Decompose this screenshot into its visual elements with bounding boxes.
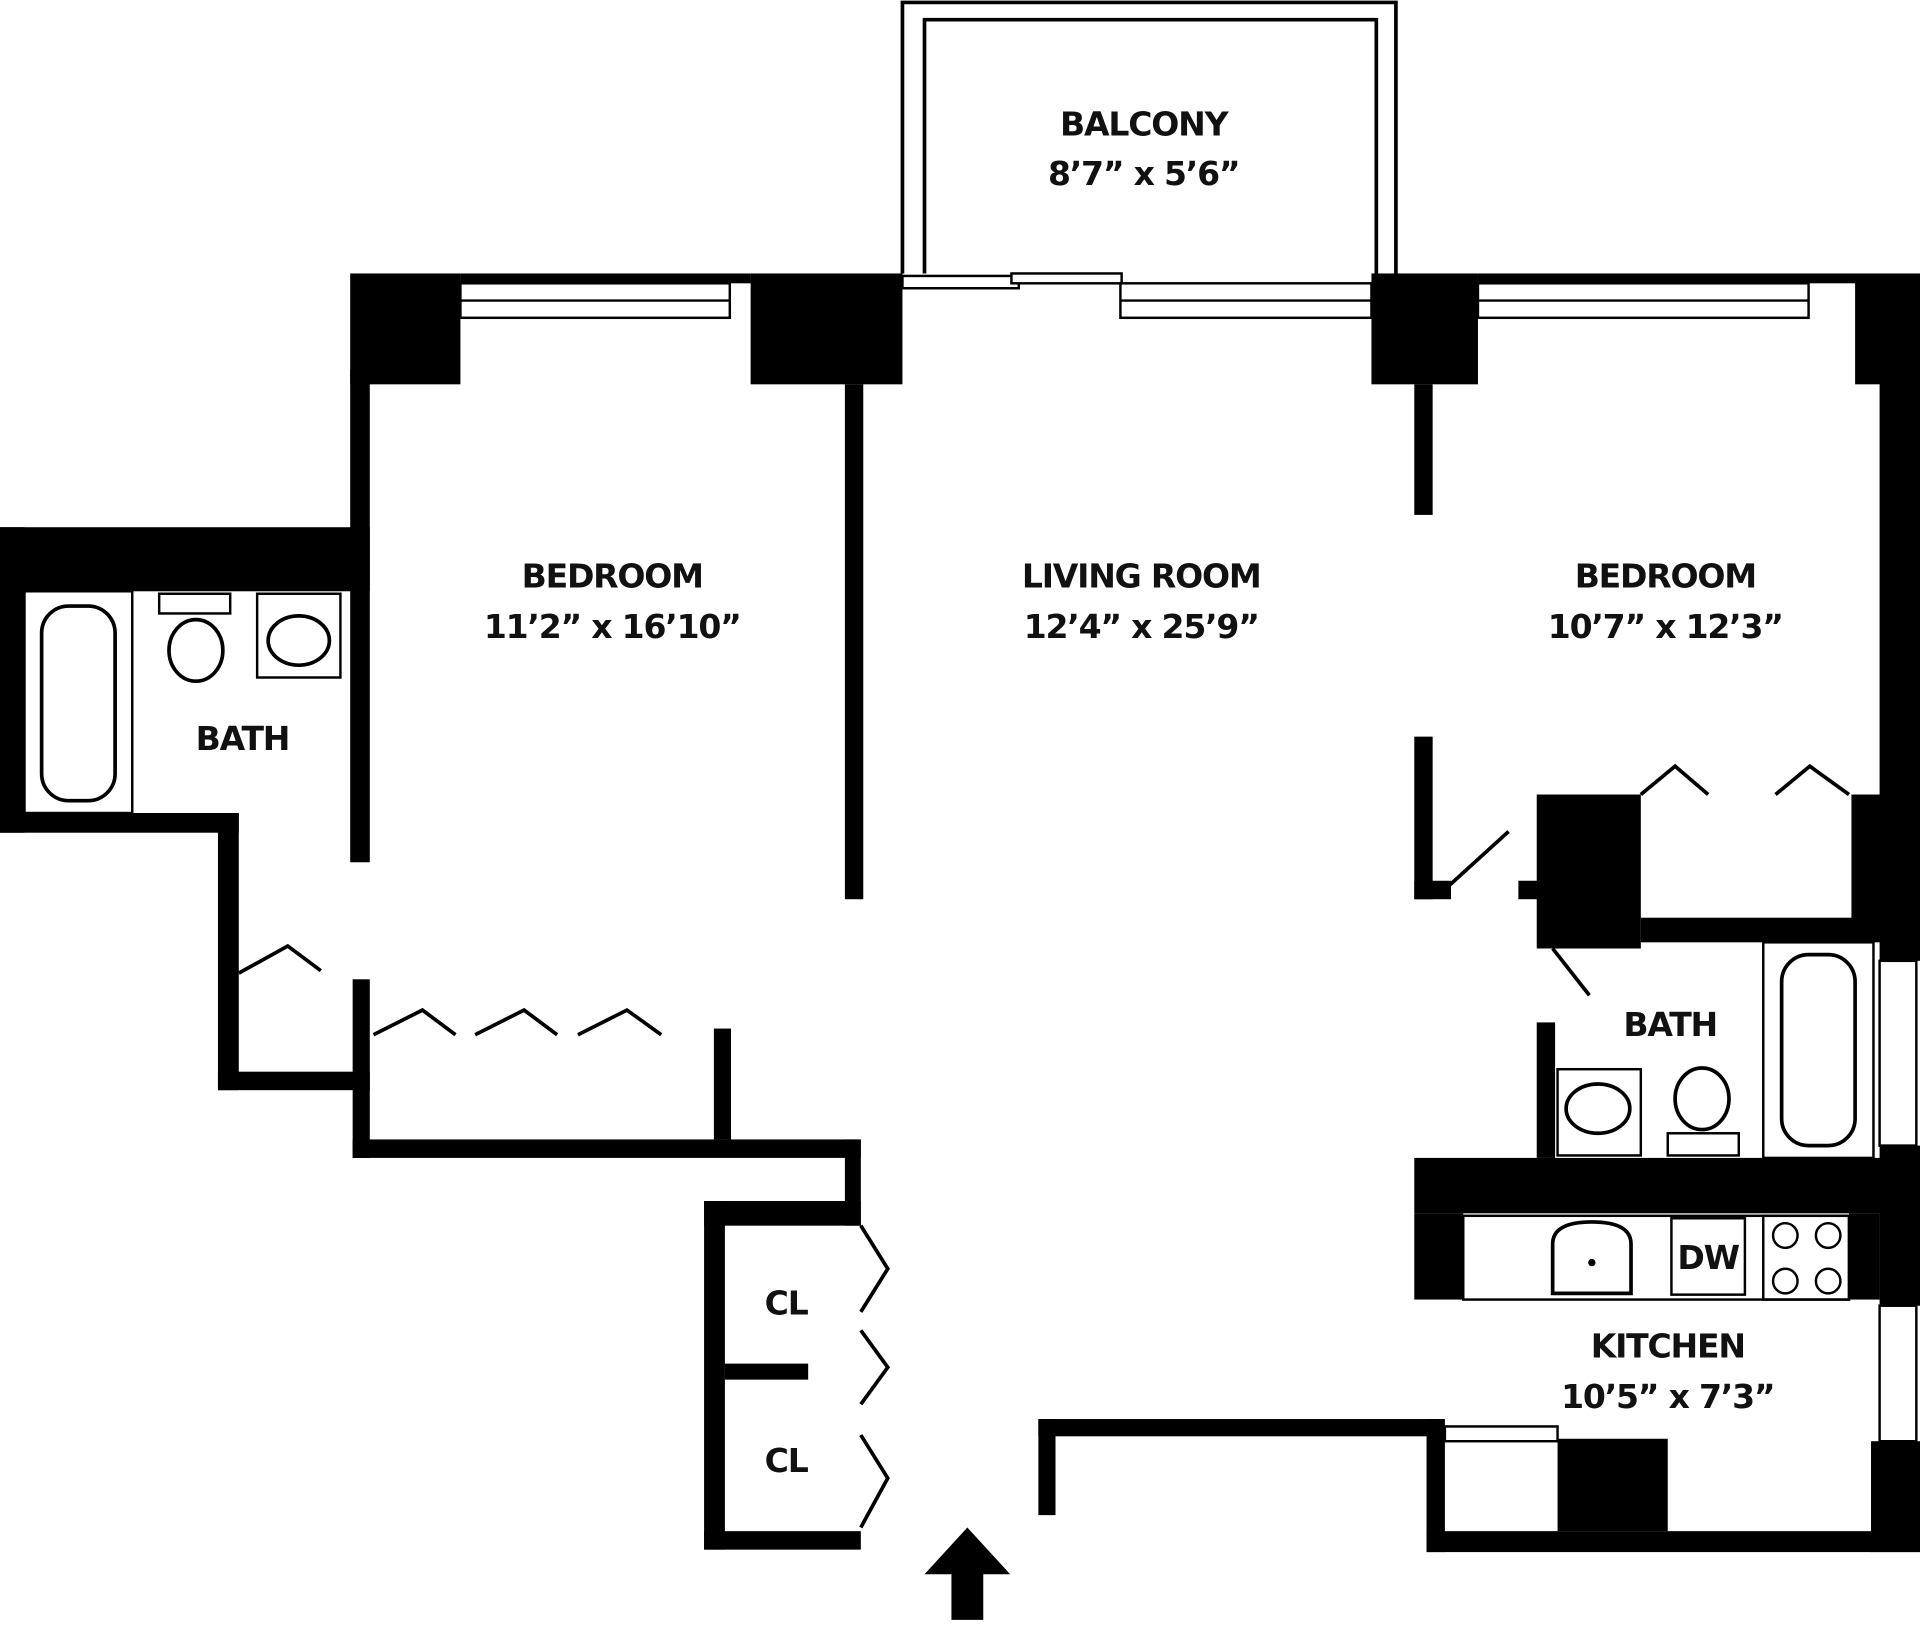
living-room-size: 12’4” x 25’9” xyxy=(1024,607,1259,646)
sink-icon xyxy=(266,614,332,668)
balcony-size: 8’7” x 5’6” xyxy=(1048,154,1239,193)
bathtub-icon xyxy=(1779,952,1857,1148)
entry-arrow-icon xyxy=(924,1527,1011,1620)
bathtub-icon xyxy=(39,604,117,803)
dishwasher-label: DW xyxy=(1677,1238,1739,1277)
toilet-icon xyxy=(1673,1066,1731,1132)
toilet-icon xyxy=(167,617,225,684)
balcony-label: BALCONY xyxy=(1060,104,1229,143)
living-room-label: LIVING ROOM xyxy=(1022,556,1261,595)
left-bath-fixtures xyxy=(23,590,342,815)
bath-left-label: BATH xyxy=(196,719,290,758)
bedroom-left-size: 11’2” x 16’10” xyxy=(484,607,741,646)
balcony xyxy=(900,0,1398,290)
bedroom-left-label: BEDROOM xyxy=(522,556,703,595)
kitchen-size: 10’5” x 7’3” xyxy=(1561,1377,1774,1416)
sink-icon xyxy=(1564,1082,1632,1136)
walls xyxy=(0,273,1920,1553)
closet-label: CL xyxy=(765,1441,809,1480)
bedroom-right-label: BEDROOM xyxy=(1575,556,1756,595)
closet-label: CL xyxy=(765,1283,809,1322)
kitchen-label: KITCHEN xyxy=(1591,1326,1745,1365)
bedroom-right-size: 10’7” x 12’3” xyxy=(1548,607,1783,646)
stove-icon xyxy=(1771,1221,1842,1295)
right-bath-fixtures xyxy=(1556,941,1875,1160)
sink-icon xyxy=(1550,1220,1633,1296)
bath-right-label: BATH xyxy=(1623,1005,1717,1044)
